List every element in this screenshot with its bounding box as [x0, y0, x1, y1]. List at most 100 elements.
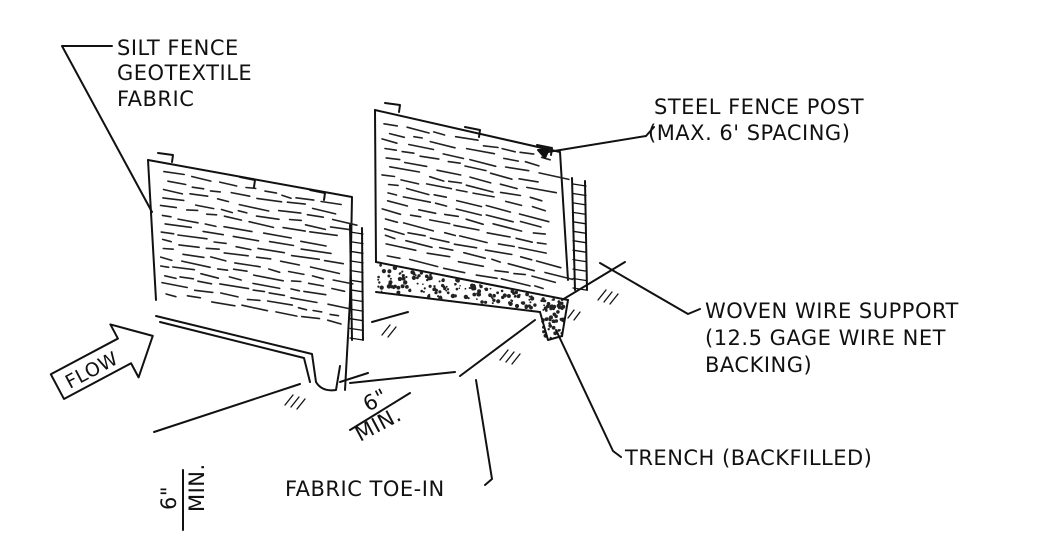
- toe-in-label: FABRIC TOE-IN: [285, 477, 445, 501]
- fabric-texture-dash: [297, 306, 308, 311]
- stipple-dot: [405, 285, 409, 289]
- stipple-dot: [454, 282, 457, 286]
- fabric-texture-dash: [290, 288, 301, 292]
- fabric-texture-dash: [513, 272, 527, 276]
- fabric-texture-dash: [312, 309, 323, 313]
- fabric-texture-dash: [290, 280, 302, 283]
- fabric-texture-dash: [434, 202, 448, 207]
- stipple-dot: [420, 289, 424, 293]
- fabric-texture-dash: [331, 218, 358, 226]
- stipple-dot: [438, 280, 441, 283]
- fabric-texture-dash: [518, 178, 539, 183]
- stipple-dot: [533, 303, 537, 307]
- stipple-dot: [427, 294, 431, 299]
- silt-fence-line-2: GEOTEXTILE: [117, 61, 252, 85]
- stipple-dot: [438, 290, 442, 294]
- fabric-texture-dash: [309, 266, 341, 275]
- fabric-texture-dash: [504, 200, 523, 207]
- steel-post-line-1: STEEL FENCE POST: [654, 95, 864, 119]
- fabric-texture-dash: [455, 208, 483, 216]
- fabric-texture-dash: [524, 160, 540, 167]
- fabric-texture-dash: [409, 214, 422, 218]
- fabric-texture-dash: [162, 247, 174, 250]
- fabric-texture-dash: [447, 160, 461, 164]
- left-fabric-texture: [159, 170, 358, 325]
- post-cap: [384, 102, 401, 113]
- silt-fence-line-1: SILT FENCE: [117, 36, 239, 60]
- stipple-dot: [514, 303, 520, 309]
- wire-mesh-rung: [572, 258, 587, 263]
- fabric-texture-dash: [482, 145, 499, 149]
- fabric-texture-dash: [538, 172, 570, 181]
- fabric-texture-dash: [518, 246, 547, 254]
- stipple-dot: [419, 271, 424, 275]
- fabric-texture-dash: [429, 237, 450, 243]
- stipple-dot: [424, 274, 429, 279]
- fabric-texture-dash: [241, 304, 269, 312]
- fabric-texture-dash: [536, 242, 547, 245]
- fabric-texture-dash: [163, 170, 185, 176]
- fabric-texture-dash: [223, 252, 249, 257]
- stipple-dot: [525, 292, 529, 297]
- stipple-dot: [500, 289, 504, 293]
- stipple-dot: [417, 274, 421, 278]
- fabric-texture-dash: [234, 262, 261, 268]
- wire-mesh-rung: [349, 250, 364, 254]
- fabric-texture-dash: [279, 260, 301, 266]
- stipple-dot: [463, 294, 469, 300]
- steel-post-line-2: (MAX. 6' SPACING): [648, 121, 850, 145]
- fabric-texture-dash: [429, 140, 456, 149]
- stipple-dot: [401, 270, 404, 273]
- stipple-dot: [398, 278, 402, 281]
- wire-mesh-rung: [349, 318, 364, 322]
- stipple-dot: [443, 287, 447, 291]
- stipple-dot: [551, 325, 556, 330]
- fabric-texture-dash: [303, 290, 327, 296]
- stipple-dot: [455, 287, 459, 291]
- fabric-texture-dash: [453, 243, 478, 249]
- stipple-dot: [396, 290, 401, 295]
- fabric-texture-dash: [519, 220, 542, 228]
- flow-arrow: FLOW: [49, 323, 154, 400]
- fabric-texture-dash: [405, 239, 433, 249]
- fabric-texture-dash: [300, 248, 332, 255]
- left-fence-panel: [147, 152, 358, 392]
- fabric-texture-dash: [186, 295, 202, 299]
- fabric-texture-dash: [472, 192, 495, 198]
- stipple-dot: [467, 297, 470, 300]
- fabric-texture-dash: [385, 243, 417, 252]
- fabric-texture-dash: [248, 220, 275, 229]
- wire-mesh-rung: [572, 221, 587, 225]
- fabric-texture-dash: [200, 272, 220, 279]
- wire-mesh-rung: [572, 183, 587, 187]
- fabric-texture-dash: [442, 267, 466, 274]
- fabric-texture-dash: [475, 274, 498, 280]
- stipple-dot: [484, 300, 488, 304]
- fabric-texture-dash: [228, 276, 242, 281]
- fabric-texture-dash: [179, 276, 195, 280]
- fabric-texture-dash: [402, 222, 435, 232]
- stipple-dot: [379, 263, 382, 267]
- fabric-texture-dash: [191, 175, 212, 182]
- fabric-texture-dash: [235, 245, 252, 251]
- fabric-texture-dash: [507, 262, 535, 272]
- fabric-texture-dash: [531, 205, 547, 212]
- fabric-texture-dash: [532, 232, 547, 235]
- fabric-texture-dash: [288, 218, 303, 222]
- fabric-texture-dash: [256, 197, 283, 203]
- stipple-dot: [437, 295, 440, 298]
- stipple-dot: [551, 299, 553, 301]
- wire-mesh-rung: [349, 298, 364, 303]
- fabric-texture-dash: [453, 224, 480, 231]
- stipple-dot: [496, 299, 499, 302]
- fabric-texture-dash: [209, 256, 227, 262]
- stipple-dot: [464, 287, 467, 290]
- fabric-texture-dash: [320, 200, 342, 206]
- stipple-dot: [545, 304, 550, 309]
- stipple-dot: [510, 299, 512, 301]
- stipple-dot: [479, 284, 481, 287]
- fabric-texture-dash: [238, 203, 270, 212]
- wire-mesh-rung: [349, 269, 364, 274]
- fabric-texture-dash: [465, 147, 496, 155]
- stipple-dot: [398, 272, 401, 275]
